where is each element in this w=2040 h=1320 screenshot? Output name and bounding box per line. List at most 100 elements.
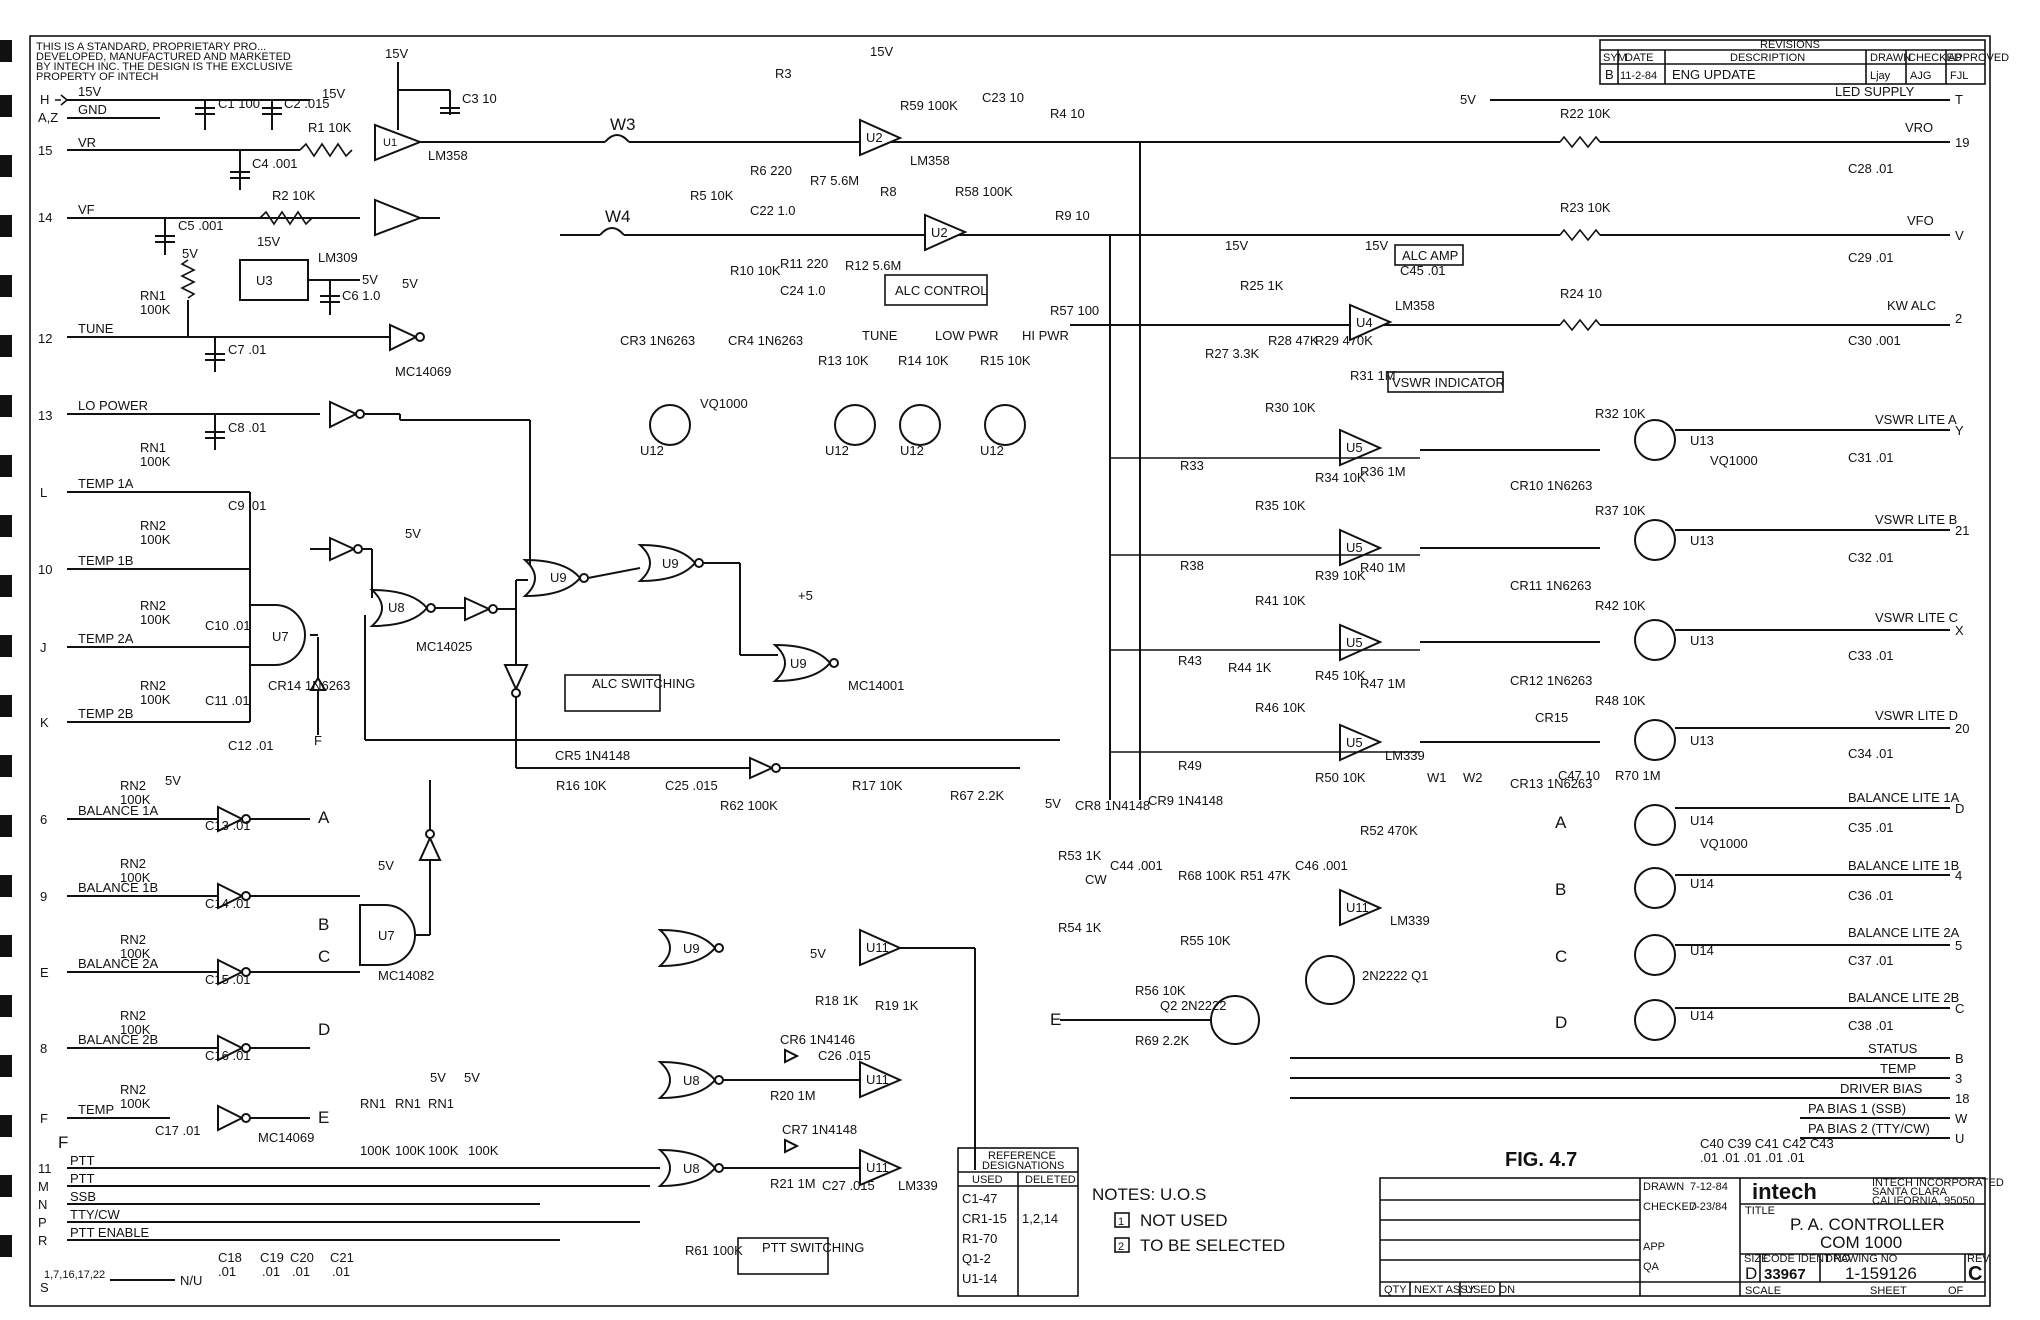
svg-text:C47 10: C47 10 (1558, 768, 1600, 783)
pin-8: 8 BALANCE 2B (40, 1032, 218, 1056)
svg-text:CR4 1N6263: CR4 1N6263 (728, 333, 803, 348)
svg-text:R1-70: R1-70 (962, 1231, 997, 1246)
svg-text:C46 .001: C46 .001 (1295, 858, 1348, 873)
svg-text:2N2222 Q1: 2N2222 Q1 (1362, 968, 1429, 983)
inverter-u6-lopower (329, 400, 359, 429)
svg-text:VSWR LITE B: VSWR LITE B (1875, 512, 1957, 527)
svg-text:CR12 1N6263: CR12 1N6263 (1510, 673, 1592, 688)
svg-text:R67 2.2K: R67 2.2K (950, 788, 1005, 803)
svg-text:U11: U11 (866, 1072, 889, 1087)
rev-drawn: Ljay (1870, 70, 1891, 82)
rev-header-approved: APPROVED (1948, 52, 2009, 64)
svg-text:F: F (58, 1133, 68, 1152)
svg-text:SANTA CLARA: SANTA CLARA (1872, 1186, 1948, 1198)
rev-date: 11-2-84 (1620, 70, 1657, 82)
notice-line-3: BY INTECH INC. THE DESIGN IS THE EXCLUSI… (36, 61, 293, 73)
svg-text:TO BE SELECTED: TO BE SELECTED (1140, 1236, 1285, 1255)
svg-text:TEMP 2B: TEMP 2B (78, 706, 133, 721)
comparator-u5-b (1339, 528, 1383, 567)
svg-text:SCALE: SCALE (1745, 1285, 1781, 1297)
svg-text:HI PWR: HI PWR (1022, 328, 1069, 343)
svg-text:U5: U5 (1346, 635, 1363, 650)
svg-text:R40 1M: R40 1M (1360, 560, 1406, 575)
svg-text:RN2: RN2 (140, 678, 166, 693)
svg-text:VRO: VRO (1905, 120, 1933, 135)
opamp-u4 (1349, 303, 1393, 342)
svg-text:F: F (314, 733, 322, 748)
notice-line-1: THIS IS A STANDARD, PROPRIETARY PRO... (36, 41, 266, 53)
svg-text:C1-47: C1-47 (962, 1191, 997, 1206)
svg-text:C3 10: C3 10 (462, 91, 497, 106)
alc-switching-label (564, 674, 661, 712)
svg-text:BALANCE 2A: BALANCE 2A (78, 956, 159, 971)
svg-text:DESIGNATIONS: DESIGNATIONS (982, 1160, 1064, 1172)
svg-text:15V: 15V (1365, 238, 1388, 253)
svg-text:33967: 33967 (1764, 1266, 1806, 1283)
svg-text:N/U: N/U (180, 1273, 202, 1288)
pin-k: K TEMP 2B (40, 706, 250, 730)
svg-text:15V: 15V (1225, 238, 1248, 253)
svg-text:C40 C39 C41 C42 C43: C40 C39 C41 C42 C43 (1700, 1136, 1834, 1151)
svg-text:RN1: RN1 (140, 288, 166, 303)
notice-line-4: PROPERTY OF INTECH (36, 71, 159, 83)
svg-text:RN2: RN2 (120, 1082, 146, 1097)
svg-text:100K: 100K (120, 870, 151, 885)
svg-text:R36 1M: R36 1M (1360, 464, 1406, 479)
svg-text:B: B (1955, 1051, 1964, 1066)
svg-text:R54 1K: R54 1K (1058, 920, 1102, 935)
reference-designations: REFERENCE DESIGNATIONS USED DELETED C1-4… (957, 1147, 1079, 1297)
vswr-diodes: CR10 1N6263 CR11 1N6263 CR12 1N6263 CR13… (1510, 406, 1661, 791)
pin-12: 12 TUNE (38, 321, 390, 346)
svg-text:TEMP: TEMP (78, 1102, 114, 1117)
svg-text:Y: Y (1955, 423, 1964, 438)
svg-text:CR7 1N4148: CR7 1N4148 (782, 1122, 857, 1137)
pin-s: S 1,7,16,17,22 N/U (40, 1269, 202, 1295)
svg-text:R22 10K: R22 10K (1560, 106, 1611, 121)
svg-text:5V: 5V (430, 1070, 446, 1085)
fet-u14-d (1634, 999, 1676, 1041)
svg-text:5V: 5V (378, 858, 394, 873)
nor-gate-u9-ptt (657, 928, 717, 968)
svg-text:RN2: RN2 (120, 778, 146, 793)
fet-u13-b (1634, 519, 1676, 561)
svg-text:1,2,14: 1,2,14 (1022, 1211, 1058, 1226)
svg-text:USED: USED (972, 1174, 1003, 1186)
svg-text:ALC CONTROL: ALC CONTROL (895, 283, 987, 298)
svg-text:CHECKED: CHECKED (1643, 1201, 1697, 1213)
svg-text:TTY/CW: TTY/CW (70, 1207, 121, 1222)
svg-text:R69 2.2K: R69 2.2K (1135, 1033, 1190, 1048)
rev-header-drawn: DRAWN (1870, 52, 1911, 64)
svg-text:5V: 5V (362, 272, 378, 287)
svg-text:LED SUPPLY: LED SUPPLY (1835, 84, 1915, 99)
svg-text:CALIFORNIA, 95050: CALIFORNIA, 95050 (1872, 1195, 1975, 1207)
notes: NOTES: U.O.S 1 NOT USED 2 TO BE SELECTED (1092, 1185, 1285, 1255)
inverter-u6-tune (389, 323, 419, 352)
svg-text:R21 1M: R21 1M (770, 1176, 816, 1191)
svg-text:R23 10K: R23 10K (1560, 200, 1611, 215)
svg-text:VSWR LITE A: VSWR LITE A (1875, 412, 1957, 427)
svg-text:R42 10K: R42 10K (1595, 598, 1646, 613)
fet-u12-d (984, 404, 1026, 446)
svg-text:B: B (318, 915, 329, 934)
svg-text:NOT USED: NOT USED (1140, 1211, 1228, 1230)
svg-text:LM358: LM358 (910, 153, 950, 168)
svg-text:C28 .01: C28 .01 (1848, 161, 1894, 176)
svg-text:CODE IDENT NO: CODE IDENT NO (1763, 1253, 1851, 1265)
svg-text:R8: R8 (880, 184, 897, 199)
svg-text:12: 12 (38, 331, 52, 346)
svg-text:Q2 2N2222: Q2 2N2222 (1160, 998, 1227, 1013)
svg-text:R38: R38 (1180, 558, 1204, 573)
pin-13: 13 LO POWER (38, 398, 320, 423)
alc-amp-section: 15V R25 1K R27 3.3K R28 47K R29 470K ALC… (1205, 238, 1464, 361)
power-input-section: 15V C1 100 C2 .015 15V C3 10 R1 10K U1 L… (155, 46, 497, 315)
svg-text:U7: U7 (272, 629, 289, 644)
main-rails: W3 R22 10K VRO 19 W4 R23 10K VFO V 5V LE… (420, 84, 1969, 348)
pin-6: 6 BALANCE 1A (40, 803, 218, 827)
svg-text:X: X (1955, 623, 1964, 638)
svg-text:CR9 1N4148: CR9 1N4148 (1148, 793, 1223, 808)
svg-text:REV: REV (1967, 1253, 1990, 1265)
svg-text:U8: U8 (683, 1073, 700, 1088)
